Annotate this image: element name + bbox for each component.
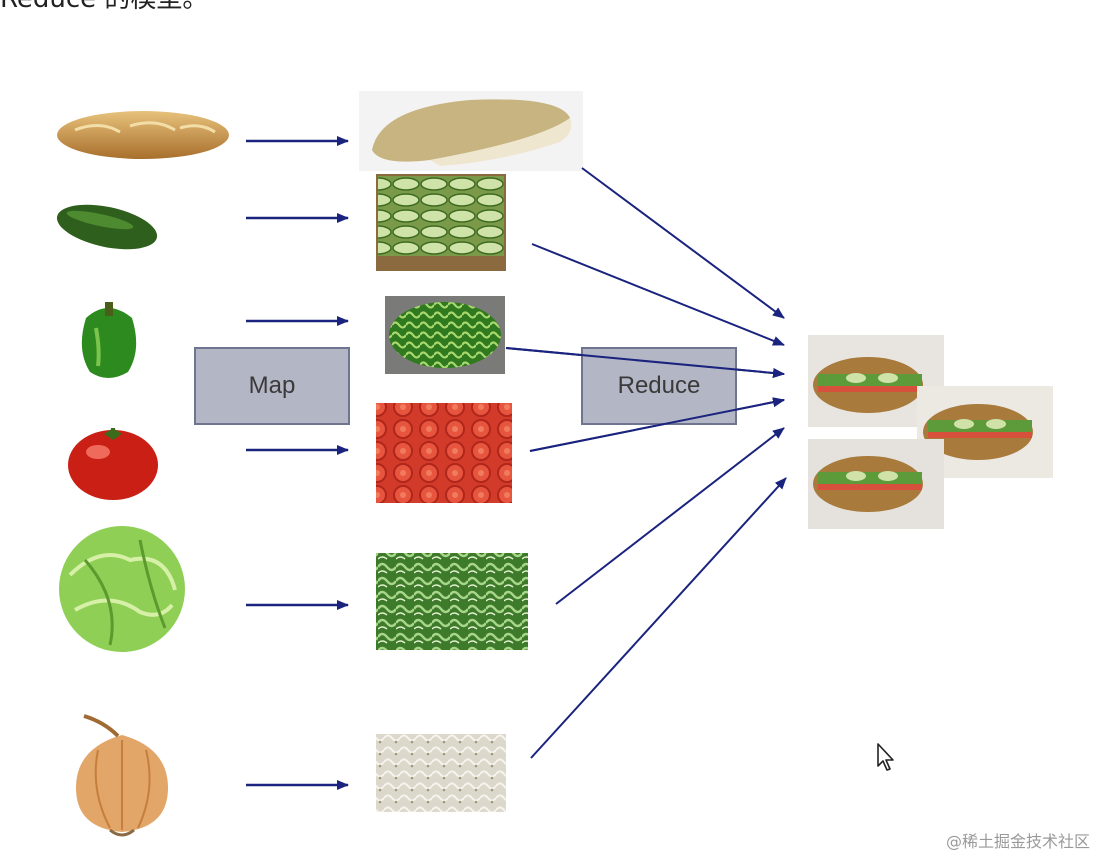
chopped-pepper-image <box>385 296 505 374</box>
onion-image <box>76 714 168 837</box>
shredded-lettuce-image <box>376 553 528 650</box>
map-arrows <box>246 136 349 790</box>
cucumber-image <box>56 204 158 250</box>
watermark: @稀土掘金技术社区 <box>945 832 1090 851</box>
lettuce-image <box>59 526 185 652</box>
sliced-bread-image <box>359 91 583 171</box>
reduce-arrows <box>505 167 787 759</box>
sandwich-image-bottom <box>808 439 944 529</box>
diced-onion-image <box>376 734 506 812</box>
sliced-cucumber-image <box>376 174 506 271</box>
header-text-fragment: Reduce 的模型。 <box>0 0 208 15</box>
mouse-cursor-icon <box>877 743 894 771</box>
sliced-tomato-image <box>376 403 512 503</box>
bread-image <box>57 111 229 159</box>
tomato-image <box>68 428 158 500</box>
green-pepper-image <box>81 302 137 378</box>
map-box: Map <box>194 347 350 425</box>
reduce-box: Reduce <box>581 347 737 425</box>
